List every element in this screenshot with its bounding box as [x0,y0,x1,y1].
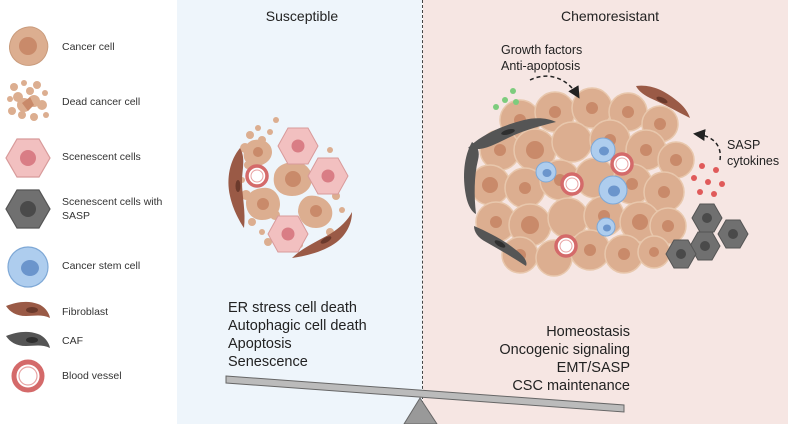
legend-label: Blood vessel [62,370,122,382]
fibroblasts [228,148,352,258]
cancer-cells [243,139,333,228]
legend-label: Scenescent cells [62,151,141,163]
senescent-cells [267,127,349,253]
outcome-text: EMT/SASP [556,360,630,376]
caf-icon [6,331,50,348]
chemoresistant-tumor [464,75,749,277]
panel-divider [422,0,423,424]
growth-factor-dots [493,88,519,110]
sasp-cytokines-label: SASP cytokines [727,137,779,169]
outcome-text: Oncogenic signaling [499,342,630,358]
chemoresistant-title: Chemoresistant [560,8,660,24]
legend-label: Fibroblast [62,306,109,318]
dead-cancer-cell-icon [7,80,49,121]
susceptible-title: Susceptible [265,8,339,24]
signal-text: cytokines [727,154,780,168]
legend-label: Dead cancer cell [62,96,141,108]
legend-label: Scenescent cells with SASP [62,196,163,222]
sasp-cytokine-dots [691,163,725,197]
cancer-stem-cells [535,137,628,237]
outcome-text: Autophagic cell death [228,318,367,334]
outcome-text: Homeostasis [546,324,630,340]
signal-text: Anti-apoptosis [501,59,581,73]
fibroblast-icon [6,301,50,318]
outcome-text: Apoptosis [228,336,292,352]
balance-scale [225,375,625,424]
senescent-cell-icon [5,138,51,178]
chemoresistant-outcomes: Homeostasis Oncogenic signaling EMT/SASP… [480,323,630,395]
legend: Cancer cell Dead cancer cell Scenescent … [0,0,176,424]
signal-text: Growth factors [501,43,583,57]
outcome-text: ER stress cell death [228,300,357,316]
legend-label: Cancer stem cell [62,260,141,272]
legend-label: CAF [62,335,83,347]
sasp-arrow [693,129,722,161]
cancer-cell-icon [9,26,49,66]
legend-label: Cancer cell [62,41,115,53]
blood-vessel-icon [11,359,45,393]
outcome-text: CSC maintenance [512,378,630,394]
signal-text: SASP [727,138,761,152]
outcome-text: Senescence [228,354,308,370]
cafs [464,118,556,266]
senescent-sasp-cell-icon [5,189,51,229]
blood-vessels [554,152,634,258]
blood-vessel [245,164,269,188]
susceptible-outcomes: ER stress cell death Autophagic cell dea… [228,299,367,371]
susceptible-cluster [228,117,352,258]
fibroblast [636,85,690,118]
growth-factors-label: Growth factors Anti-apoptosis [501,42,582,74]
growth-factor-arrow [529,75,580,99]
senescent-sasp-cells [665,203,749,269]
cancer-stem-cell-icon [7,246,49,288]
